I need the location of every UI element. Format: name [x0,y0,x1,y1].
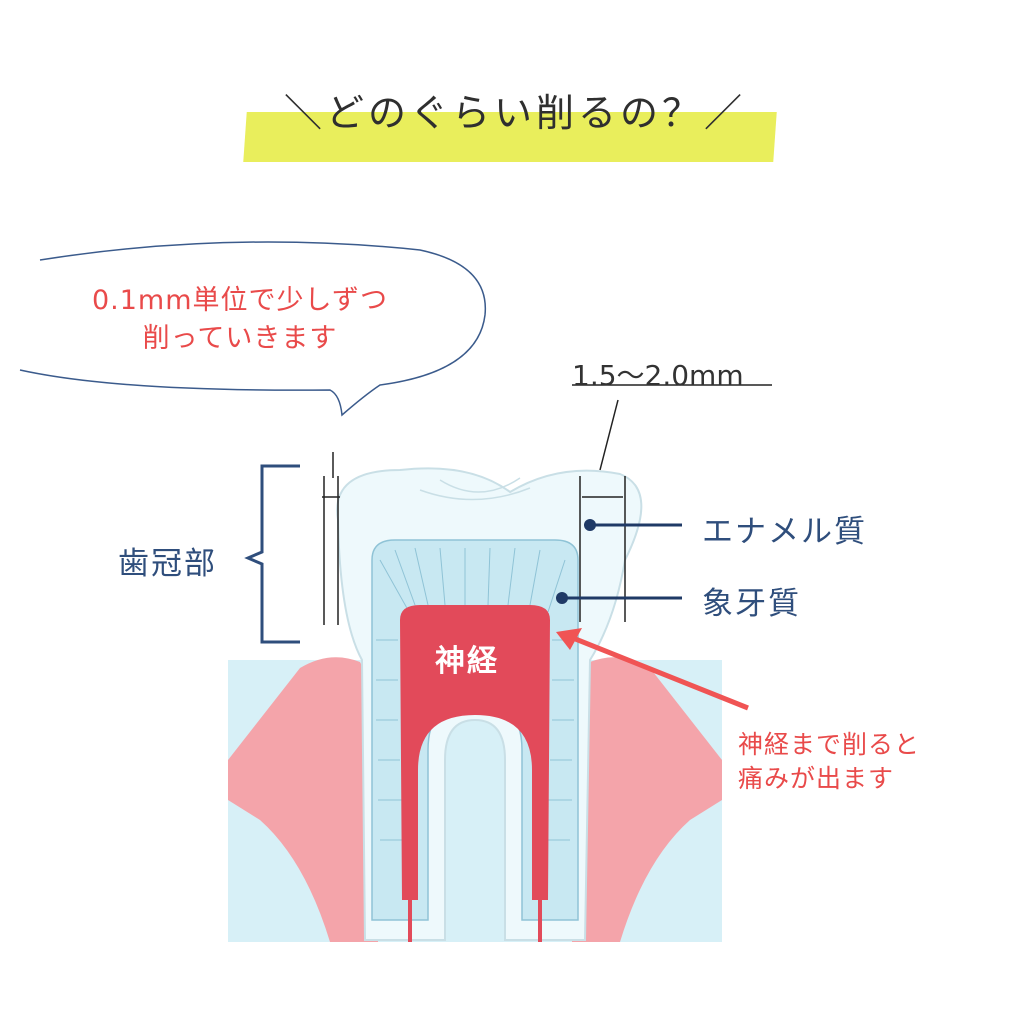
enamel-label: エナメル質 [702,514,867,550]
occlusal-groove [419,477,531,501]
dentin-dot [556,592,568,604]
bubble-line-1: 0.1mm単位で少しずつ [91,285,388,316]
enamel-dot [584,519,596,531]
label-leaders [562,523,682,600]
nerve-label: 神経 [435,644,499,679]
speech-bubble [19,241,487,417]
crown-bracket [244,464,300,644]
dentin-tubules [376,547,574,841]
gum-left [228,657,380,942]
warning-note: 神経まで削ると 痛みが出ます [738,728,920,796]
measurement-label: 1.5〜2.0mm [572,359,744,392]
page-title: ＼どのぐらい削るの？／ [283,91,746,135]
dentin-label: 象牙質 [702,586,801,622]
pulp [400,605,550,900]
note-line-2: 痛みが出ます [738,764,895,793]
thin-measure-lines [322,452,340,625]
crown-label: 歯冠部 [118,546,217,582]
bubble-text: 0.1mm単位で少しずつ 削っていきます [30,282,450,358]
bubble-line-2: 削っていきます [142,323,338,354]
gum-right [570,657,722,942]
red-arrow-line [567,633,749,711]
note-line-1: 神経まで削ると [738,730,921,759]
red-arrow-head [556,628,582,650]
